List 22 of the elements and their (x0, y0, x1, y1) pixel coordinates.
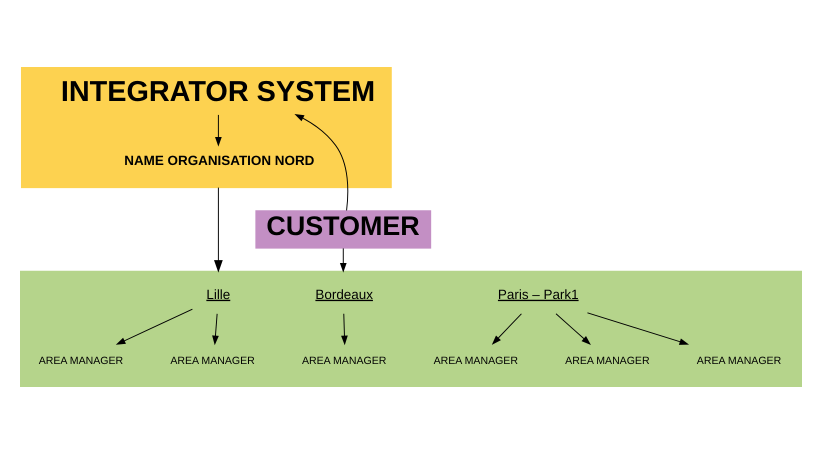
node-text: AREA MANAGER (696, 354, 782, 367)
node-text: NAME ORGANISATION NORD (124, 152, 314, 168)
arrow (212, 312, 219, 345)
arrow (294, 113, 348, 210)
arrow (586, 312, 690, 344)
node-text: AREA MANAGER (302, 354, 386, 367)
node-text: AREA MANAGER (565, 354, 650, 367)
arrow (556, 312, 591, 344)
node-text: Paris – Park1 (498, 286, 579, 302)
node-text: AREA MANAGER (434, 354, 518, 367)
node-text: AREA MANAGER (38, 354, 124, 367)
arrow (116, 308, 193, 344)
arrow (215, 114, 222, 146)
arrow (214, 186, 223, 272)
cluster (20, 270, 802, 386)
arrow (492, 312, 522, 344)
node-text: Lille (206, 286, 230, 302)
node-text: AREA MANAGER (170, 354, 255, 367)
node-text: Bordeaux (315, 286, 373, 302)
node-box: CUSTOMER (255, 210, 432, 248)
arrow (341, 312, 348, 345)
arrow (340, 247, 347, 272)
